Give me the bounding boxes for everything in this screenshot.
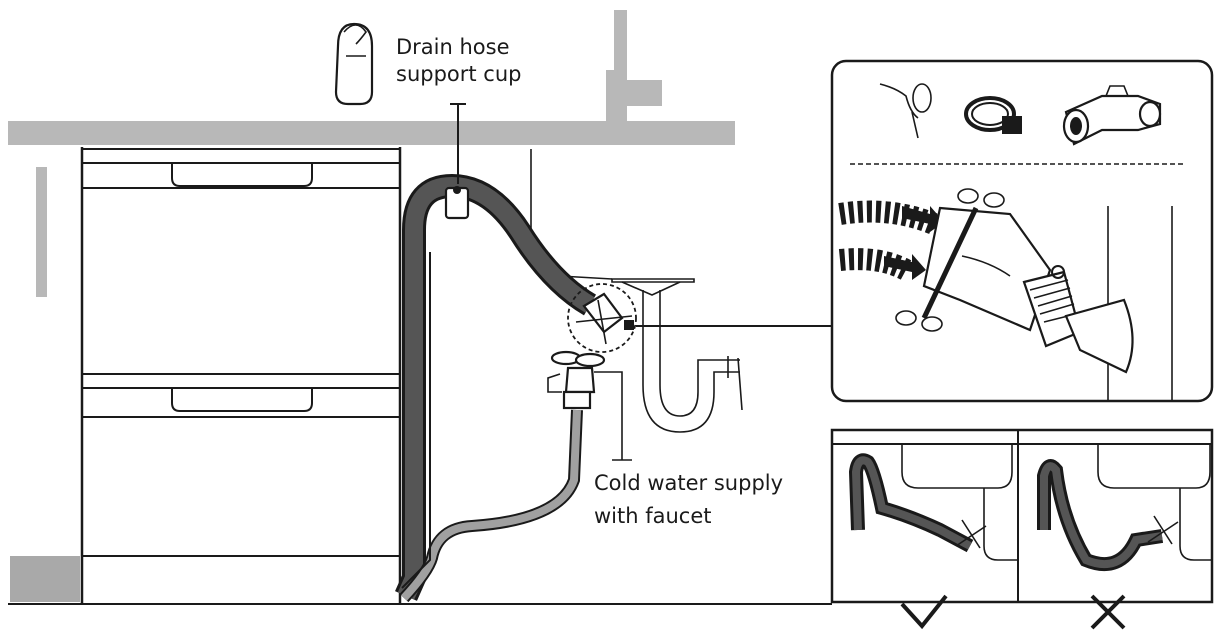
side-cabinet-edge	[36, 167, 47, 297]
connection-detail-panel	[830, 59, 1214, 403]
drain-adapter-icon	[1062, 85, 1162, 146]
drain-pipe-adapter	[922, 206, 1134, 374]
hose-clamp-icon	[964, 96, 1022, 134]
drain-connection-detail	[567, 283, 832, 353]
dishwasher	[8, 147, 832, 605]
countertop	[8, 121, 735, 297]
hose-routing-comparison	[830, 428, 1214, 630]
drain-cup-label-line1: Drain hose	[396, 35, 510, 59]
cold-water-label-line2: with faucet	[594, 504, 712, 528]
support-cup-icon	[334, 22, 374, 106]
support-cup-leader	[450, 103, 466, 184]
correct-routing-example	[848, 444, 1018, 561]
corrugated-drain-hose	[838, 200, 944, 280]
drain-hose-support-cup	[444, 186, 470, 220]
cold-water-label-line1: Cold water supply	[594, 471, 784, 495]
drain-cup-label-line2: support cup	[396, 62, 522, 86]
water-valve-icon	[547, 350, 632, 461]
check-mark-icon	[900, 594, 948, 630]
drain-hose	[395, 173, 597, 601]
inlet-hose	[399, 252, 583, 603]
cross-mark-icon	[1090, 594, 1126, 630]
kick-plate	[10, 556, 80, 602]
top-drawer-handle	[171, 163, 313, 187]
sink-faucet	[606, 10, 662, 122]
incorrect-routing-example	[1037, 444, 1212, 571]
cable-tie-icon	[879, 83, 932, 139]
bottom-drawer-handle	[171, 388, 313, 412]
cable-tie-on-hose	[895, 188, 1005, 332]
